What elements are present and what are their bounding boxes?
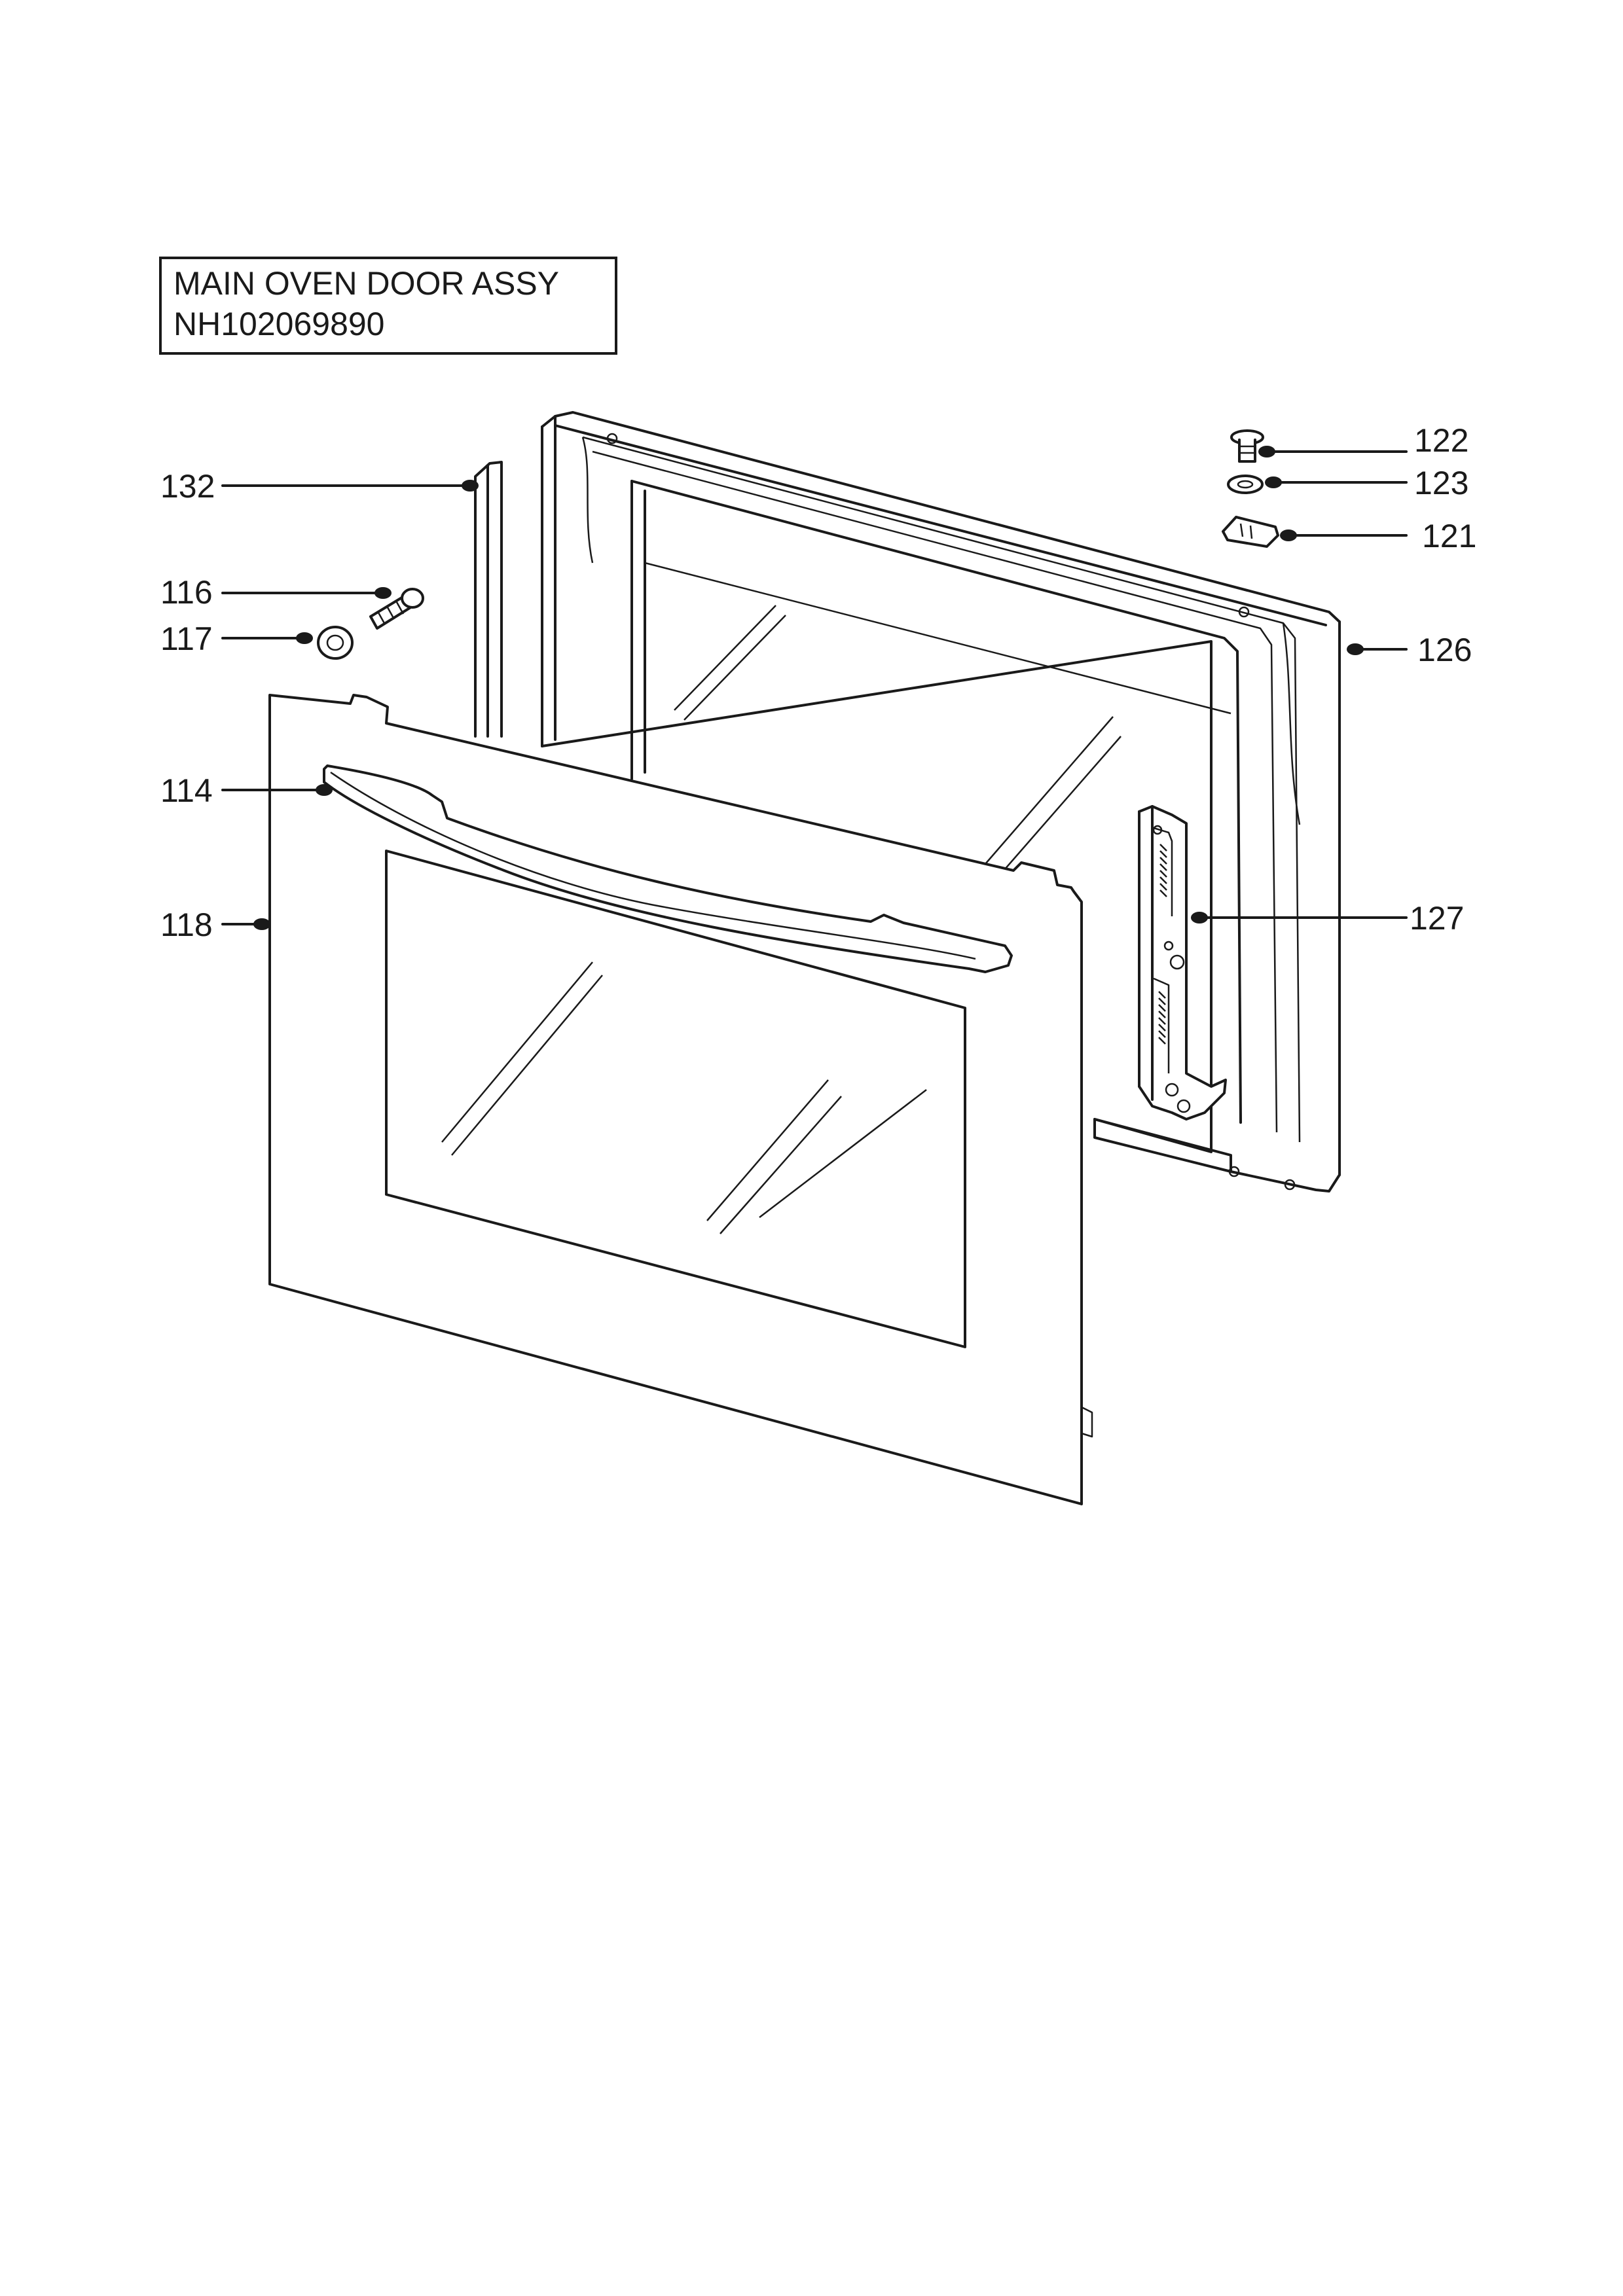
clip-121 bbox=[1222, 516, 1279, 548]
door-handle bbox=[323, 764, 1013, 973]
leader-121 bbox=[1280, 529, 1408, 541]
callout-123: 123 bbox=[1414, 465, 1468, 501]
door-seal bbox=[474, 461, 503, 738]
leader-117 bbox=[221, 632, 313, 644]
door-hinge bbox=[1138, 805, 1227, 1121]
callout-117: 117 bbox=[160, 620, 213, 657]
screw-122 bbox=[1230, 429, 1264, 463]
assembly-code: NH102069890 bbox=[173, 306, 385, 342]
callout-126: 126 bbox=[1417, 632, 1472, 668]
washer-117 bbox=[317, 626, 354, 660]
leader-122 bbox=[1258, 446, 1408, 457]
screw-116 bbox=[369, 588, 424, 630]
washer-123 bbox=[1227, 475, 1264, 494]
leader-114 bbox=[221, 784, 333, 796]
leader-116 bbox=[221, 587, 392, 599]
callout-118: 118 bbox=[160, 906, 213, 943]
callout-121: 121 bbox=[1422, 518, 1476, 554]
leader-123 bbox=[1265, 476, 1408, 488]
outer-door-panel bbox=[268, 694, 1093, 1505]
callout-127: 127 bbox=[1410, 900, 1464, 937]
callout-114: 114 bbox=[160, 772, 213, 809]
title-box: MAIN OVEN DOOR ASSY NH102069890 bbox=[159, 257, 617, 355]
leader-127 bbox=[1191, 912, 1408, 924]
callout-116: 116 bbox=[160, 574, 213, 611]
inner-door-frame bbox=[541, 411, 1341, 1193]
leader-118 bbox=[221, 918, 270, 930]
callout-132: 132 bbox=[160, 468, 215, 505]
leader-126 bbox=[1347, 643, 1408, 655]
leader-132 bbox=[221, 480, 479, 492]
callout-122: 122 bbox=[1414, 422, 1468, 459]
assembly-title: MAIN OVEN DOOR ASSY bbox=[173, 265, 560, 302]
